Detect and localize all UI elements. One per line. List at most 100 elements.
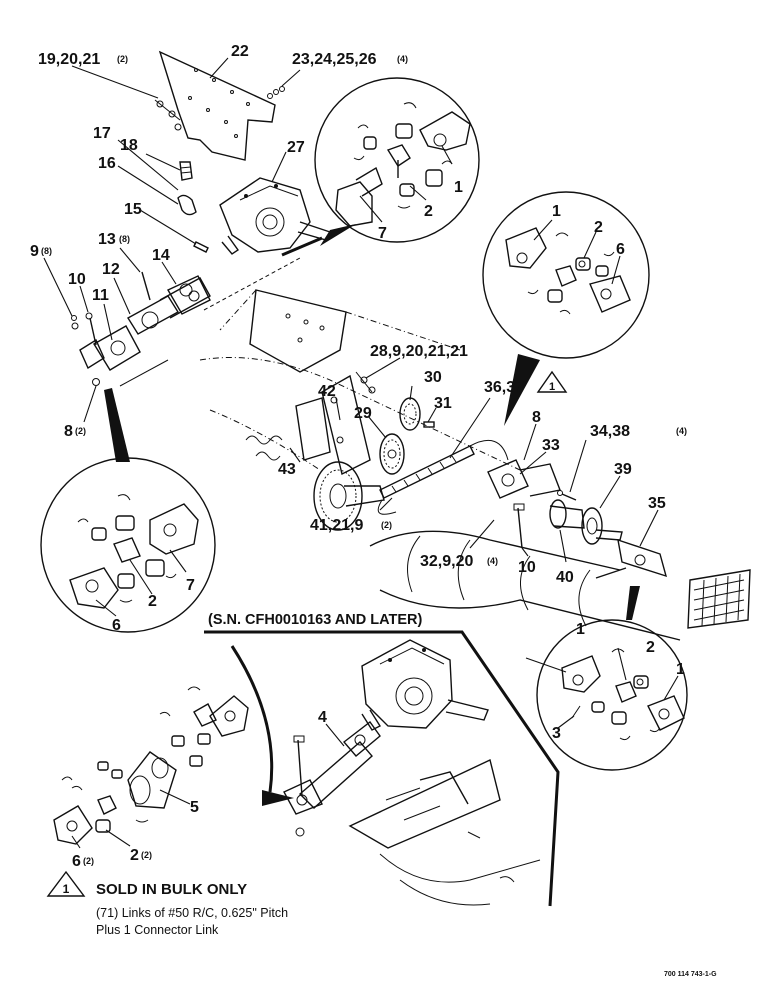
- label-31: 31: [434, 395, 452, 412]
- label-42: 42: [318, 383, 336, 400]
- shaft-4: [293, 721, 381, 809]
- label-32-9-20: 32,9,20: [420, 553, 473, 570]
- qty-9: (8): [41, 246, 52, 256]
- nut-9: [71, 315, 79, 330]
- bolt-10b: [513, 503, 525, 549]
- fasteners-28: [355, 371, 376, 394]
- label-8b: 8: [532, 409, 541, 426]
- inset3-label-7: 7: [186, 577, 195, 594]
- label-15: 15: [124, 201, 142, 218]
- inset3-label-2: 2: [148, 593, 157, 610]
- label-23-26: 23,24,25,26: [292, 51, 377, 68]
- sprocket-29: [379, 433, 405, 475]
- label-14: 14: [152, 247, 170, 264]
- washers-23-26: [267, 86, 285, 99]
- label-10b: 10: [518, 559, 536, 576]
- label-17: 17: [93, 125, 111, 142]
- inset1-label-7: 7: [378, 225, 387, 242]
- slip-yoke-5: [127, 751, 177, 809]
- frame-plate: [219, 289, 461, 373]
- label-41-21-9: 41,21,9: [310, 517, 363, 534]
- auger-tube: [369, 530, 681, 641]
- inset2-label-2: 2: [594, 219, 603, 236]
- coupler-14: [167, 275, 211, 315]
- label-6-lower: 6: [72, 853, 81, 870]
- u-joint-33: [487, 459, 561, 499]
- gearbox-lower: [361, 639, 489, 731]
- inset-3-pointer: [104, 388, 130, 462]
- fitting-16: [177, 194, 197, 216]
- roller-chain-36: [377, 445, 475, 515]
- inset4-label-1b: 1: [676, 661, 685, 678]
- inset-1-pointer: [281, 224, 356, 257]
- hub-40: [549, 499, 585, 529]
- inset3-label-6: 6: [112, 617, 121, 634]
- inset4-label-1a: 1: [576, 621, 585, 638]
- inset-4-pointer: [626, 586, 640, 620]
- gearbox-27: [219, 177, 331, 255]
- pin-15: [193, 241, 209, 253]
- inset4-label-2: 2: [646, 639, 655, 656]
- chain-guard: [469, 439, 509, 461]
- auger-end-hatched: [687, 569, 751, 629]
- qty-34-38: (4): [676, 426, 687, 436]
- label-29: 29: [354, 405, 372, 422]
- cross-2: [95, 795, 117, 833]
- bulk-note-marker: 1: [63, 882, 70, 896]
- flange-39: [581, 507, 623, 545]
- later-serial-divider: [204, 630, 560, 907]
- inset4-label-3: 3: [552, 725, 561, 742]
- inset-detail-1: [314, 77, 480, 243]
- label-34-38: 34,38: [590, 423, 630, 440]
- bulk-note-title: SOLD IN BULK ONLY: [96, 881, 247, 898]
- inset-detail-4: [536, 619, 688, 771]
- inset-detail-3: [40, 457, 216, 633]
- bolt-19: [154, 99, 182, 131]
- figure-id: 700 114 743-1-G: [664, 971, 717, 978]
- warning-triangle-1: 1: [536, 370, 568, 393]
- inset-2-pointer: [504, 354, 540, 426]
- qty-19-20-21: (2): [117, 54, 128, 64]
- leader-lines: [43, 57, 679, 849]
- label-5: 5: [190, 799, 199, 816]
- label-30: 30: [424, 369, 442, 386]
- label-4: 4: [318, 709, 327, 726]
- bulk-note-line-2: Plus 1 Connector Link: [96, 923, 219, 937]
- qty-23-26: (4): [397, 54, 408, 64]
- qty-32: (4): [487, 556, 498, 566]
- label-28: 28,9,20,21,21: [370, 343, 468, 360]
- dashed-auger-outline: [199, 357, 521, 471]
- label-19-20-21: 19,20,21: [38, 51, 100, 68]
- label-18: 18: [120, 137, 138, 154]
- qty-41: (2): [381, 520, 392, 530]
- label-43: 43: [278, 461, 296, 478]
- label-27: 27: [287, 139, 305, 156]
- qty-8: (2): [75, 426, 86, 436]
- sprocket-30: [399, 397, 421, 431]
- inset2-label-1: 1: [552, 203, 561, 220]
- serial-number-note: (S.N. CFH0010163 AND LATER): [208, 612, 422, 628]
- label-12: 12: [102, 261, 120, 278]
- washer-8: [92, 378, 100, 386]
- shield-plate-22: [158, 50, 276, 161]
- spring-43: [245, 435, 283, 461]
- bulk-note-line-1: (71) Links of #50 R/C, 0.625" Pitch: [96, 906, 288, 920]
- svg-text:1: 1: [549, 381, 555, 393]
- label-40: 40: [556, 569, 574, 586]
- yoke-lower: [283, 779, 323, 837]
- inset1-label-1: 1: [454, 179, 463, 196]
- bearing-caps-lower: [61, 686, 211, 823]
- yoke-upper-left: [193, 695, 249, 737]
- label-2-lower: 2: [130, 847, 139, 864]
- label-22: 22: [231, 43, 249, 60]
- bolts-34: [557, 490, 577, 501]
- key-31: [423, 421, 435, 428]
- label-8: 8: [64, 423, 73, 440]
- label-9: 9: [30, 243, 39, 260]
- breather-plug-18: [179, 161, 193, 181]
- label-33: 33: [542, 437, 560, 454]
- qty-13: (8): [119, 234, 130, 244]
- inset1-label-2: 2: [424, 203, 433, 220]
